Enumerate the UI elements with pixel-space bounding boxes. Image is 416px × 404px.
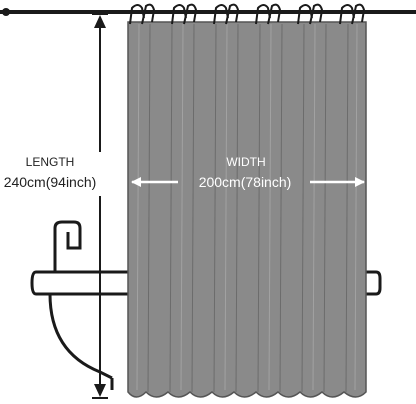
length-dimension-arrow <box>92 13 108 399</box>
curtain-hook-icon <box>129 3 366 25</box>
width-value: 200cm(78inch) <box>198 174 292 190</box>
width-label: WIDTH <box>226 155 266 169</box>
shower-curtain <box>127 21 367 398</box>
shower-rod-icon <box>0 8 416 16</box>
length-label: LENGTH <box>25 155 75 169</box>
length-value: 240cm(94inch) <box>3 174 97 190</box>
wall-hook-icon <box>53 220 82 272</box>
sink-icon <box>30 220 382 390</box>
